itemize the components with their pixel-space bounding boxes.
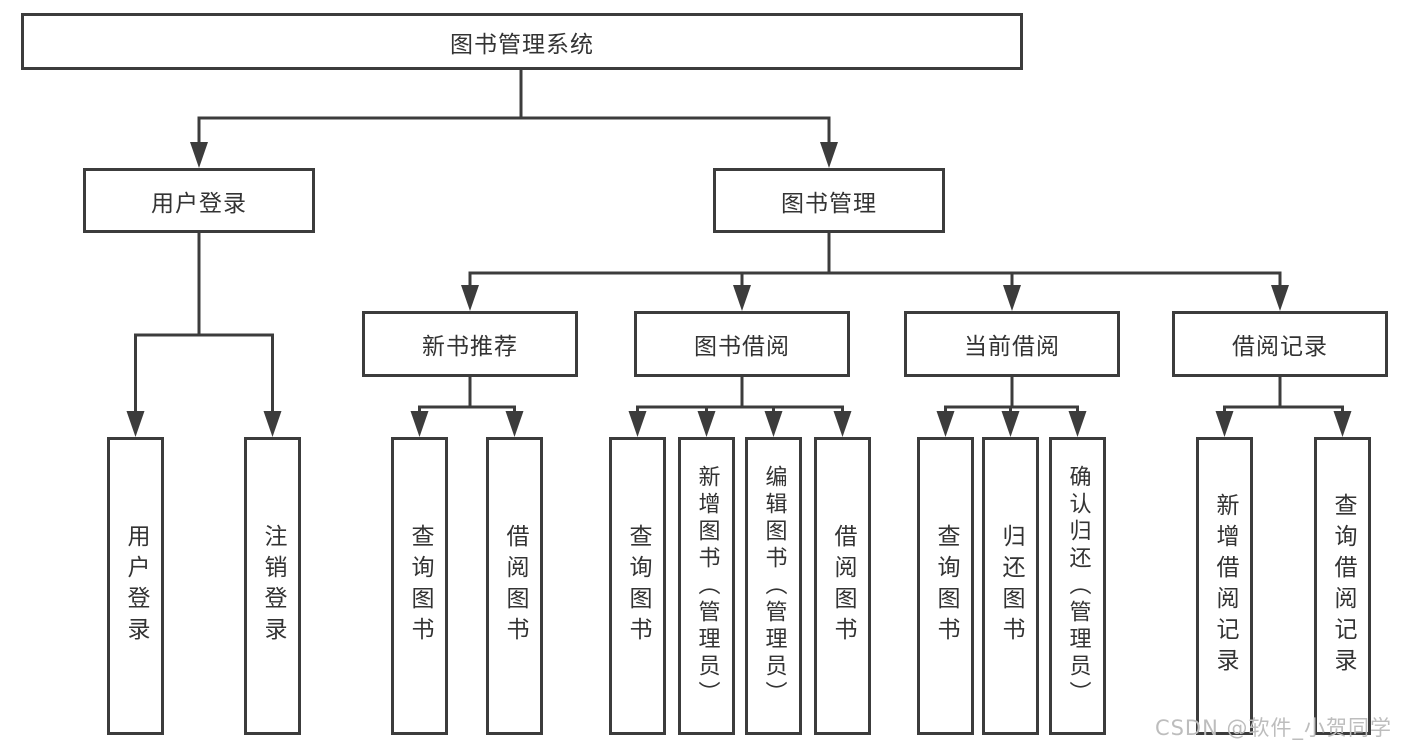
- node-query-books-borrow-label: 查询图书: [625, 524, 651, 648]
- node-edit-books-admin-label: 编辑图书（管理员）: [761, 464, 787, 708]
- node-new-book-recommend-label: 新书推荐: [422, 334, 518, 360]
- watermark-text: CSDN @软件_小贺同学: [1154, 716, 1392, 740]
- node-borrow-books-label: 借阅图书: [830, 524, 856, 648]
- node-library-system: 图书管理系统: [21, 13, 1023, 70]
- node-query-books-current: 查询图书: [917, 437, 974, 735]
- node-current-borrow: 当前借阅: [904, 311, 1120, 377]
- node-library-system-label: 图书管理系统: [450, 31, 594, 58]
- node-book-management: 图书管理: [713, 168, 945, 233]
- node-query-books-borrow: 查询图书: [609, 437, 666, 735]
- node-borrow-books-recommend-label: 借阅图书: [502, 524, 528, 648]
- node-add-borrow-record: 新增借阅记录: [1196, 437, 1253, 735]
- node-confirm-return-admin: 确认归还（管理员）: [1049, 437, 1106, 735]
- node-borrow-books-recommend: 借阅图书: [486, 437, 543, 735]
- node-add-books-admin-label: 新增图书（管理员）: [694, 464, 720, 708]
- node-user-login-leaf: 用户登录: [107, 437, 164, 735]
- node-user-login-leaf-label: 用户登录: [123, 524, 149, 648]
- node-confirm-return-admin-label: 确认归还（管理员）: [1065, 464, 1091, 708]
- node-book-borrow: 图书借阅: [634, 311, 850, 377]
- node-logout-label: 注销登录: [260, 524, 286, 648]
- node-query-books-current-label: 查询图书: [933, 524, 959, 648]
- node-edit-books-admin: 编辑图书（管理员）: [745, 437, 802, 735]
- node-user-login: 用户登录: [83, 168, 315, 233]
- node-add-books-admin: 新增图书（管理员）: [678, 437, 735, 735]
- node-book-borrow-label: 图书借阅: [694, 334, 790, 360]
- node-new-book-recommend: 新书推荐: [362, 311, 578, 377]
- arrowheads: [126, 142, 1352, 437]
- node-borrow-books: 借阅图书: [814, 437, 871, 735]
- node-user-login-label: 用户登录: [151, 190, 247, 217]
- node-query-books-recommend-label: 查询图书: [407, 524, 433, 648]
- node-current-borrow-label: 当前借阅: [964, 334, 1060, 360]
- node-query-borrow-record: 查询借阅记录: [1314, 437, 1371, 735]
- node-borrow-records: 借阅记录: [1172, 311, 1388, 377]
- node-query-borrow-record-label: 查询借阅记录: [1330, 493, 1356, 679]
- node-borrow-records-label: 借阅记录: [1232, 334, 1328, 360]
- node-add-borrow-record-label: 新增借阅记录: [1212, 493, 1238, 679]
- node-book-management-label: 图书管理: [781, 190, 877, 217]
- node-return-books: 归还图书: [982, 437, 1039, 735]
- node-logout: 注销登录: [244, 437, 301, 735]
- node-return-books-label: 归还图书: [998, 524, 1024, 648]
- node-query-books-recommend: 查询图书: [391, 437, 448, 735]
